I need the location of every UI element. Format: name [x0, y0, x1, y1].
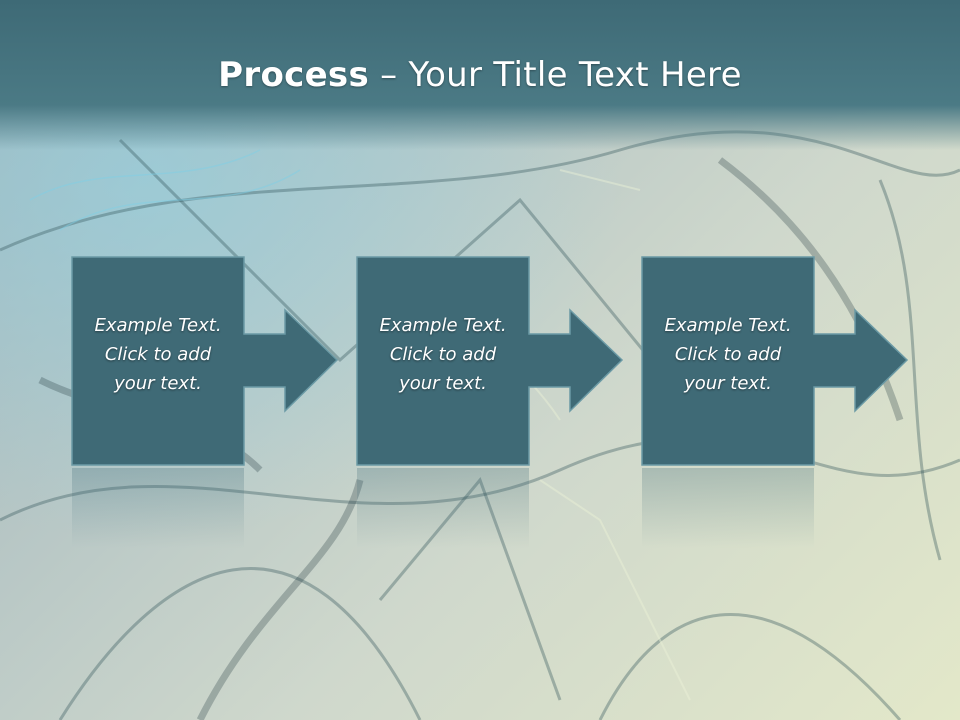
step-3-text[interactable]: Example Text. Click to add your text.: [642, 311, 814, 398]
step-1-line-2: Click to add: [104, 344, 212, 365]
title-bar: [0, 0, 960, 150]
step-3-line-3: your text.: [684, 373, 772, 394]
step-2-reflection: [357, 468, 529, 548]
step-1-line-3: your text.: [114, 373, 202, 394]
step-3-shape[interactable]: [641, 256, 909, 466]
slide-title[interactable]: Process – Your Title Text Here: [0, 52, 960, 98]
step-2-line-1: Example Text.: [379, 315, 507, 336]
step-2-line-3: your text.: [399, 373, 487, 394]
step-3-line-2: Click to add: [674, 344, 782, 365]
step-2-shape[interactable]: [356, 256, 624, 466]
title-bold: Process: [218, 55, 370, 95]
step-2-text[interactable]: Example Text. Click to add your text.: [357, 311, 529, 398]
step-1-text[interactable]: Example Text. Click to add your text.: [72, 311, 244, 398]
title-rest: – Your Title Text Here: [369, 55, 742, 95]
step-1-line-1: Example Text.: [94, 315, 222, 336]
step-1-reflection: [72, 468, 244, 548]
step-3-reflection: [642, 468, 814, 548]
step-2-line-2: Click to add: [389, 344, 497, 365]
step-3-line-1: Example Text.: [664, 315, 792, 336]
step-1-shape[interactable]: [71, 256, 339, 466]
